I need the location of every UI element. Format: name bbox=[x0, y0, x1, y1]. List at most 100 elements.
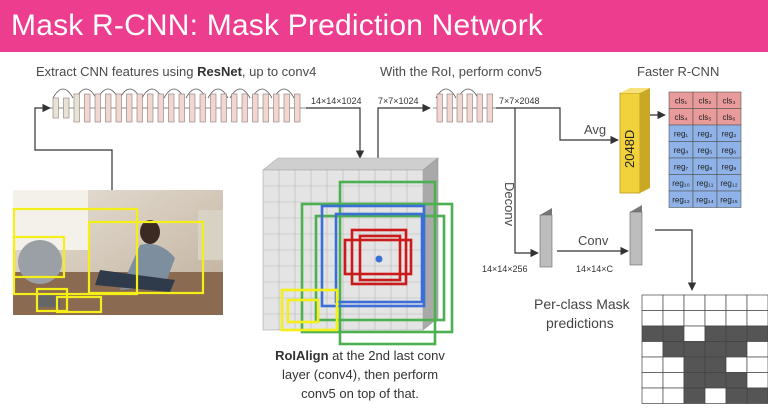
resnet-layer-icon bbox=[220, 93, 227, 123]
mask-cell bbox=[662, 294, 685, 311]
table-cell-label: cls₂ bbox=[699, 97, 712, 106]
avg-label: Avg bbox=[584, 122, 607, 137]
slide-title: Mask R-CNN: Mask Prediction Network bbox=[11, 9, 544, 42]
mask-cell bbox=[641, 387, 664, 404]
table-cell-label: reg₅ bbox=[698, 146, 713, 155]
feature-map-grid bbox=[262, 169, 424, 331]
mask-cell bbox=[725, 387, 748, 404]
mask-cell bbox=[704, 356, 727, 373]
mask-cell bbox=[683, 372, 706, 389]
mask-cell bbox=[641, 341, 664, 358]
mask-cell bbox=[641, 372, 664, 389]
title-bar: Mask R-CNN: Mask Prediction Network bbox=[0, 0, 768, 52]
roialign-caption: RoIAlign at the 2nd last conv layer (con… bbox=[248, 346, 472, 403]
mask-cell bbox=[683, 387, 706, 404]
with-roi-label: With the RoI, perform conv5 bbox=[380, 64, 542, 79]
extract-suffix: , up to conv4 bbox=[241, 64, 317, 79]
resnet-backbone bbox=[45, 88, 306, 123]
conv5-layer-icon bbox=[436, 93, 443, 123]
mask-cell bbox=[683, 341, 706, 358]
conv-label: Conv bbox=[578, 233, 609, 248]
table-cell-label: reg₄ bbox=[674, 146, 689, 155]
arrow-image-to-backbone bbox=[34, 103, 113, 190]
resnet-layer-icon bbox=[210, 93, 217, 123]
dim-deconv: 14×14×256 bbox=[482, 264, 528, 274]
conv5-layer-icon bbox=[466, 93, 473, 123]
mask-cell bbox=[746, 387, 768, 404]
resnet-layer-icon bbox=[73, 93, 80, 123]
per-class-line1: Per-class Mask bbox=[534, 296, 630, 312]
caption-line3: conv5 on top of that. bbox=[301, 386, 419, 401]
mask-cell bbox=[725, 310, 748, 327]
table-cell-label: reg₁₂ bbox=[720, 179, 737, 188]
dim-conv: 14×14×C bbox=[576, 264, 614, 274]
mask-cell bbox=[683, 310, 706, 327]
caption-bold: RoIAlign bbox=[275, 348, 329, 363]
arrow-to-roialign bbox=[306, 107, 365, 159]
resnet-layer-icon bbox=[94, 93, 101, 123]
mask-cell bbox=[641, 310, 664, 327]
table-cell-label: cls₃ bbox=[722, 97, 735, 106]
roi-boxes bbox=[12, 207, 205, 314]
table-cell-label: reg₃ bbox=[722, 130, 737, 139]
mask-cell bbox=[725, 356, 748, 373]
mask-cell bbox=[641, 325, 664, 342]
table-cell-label: reg₇ bbox=[674, 163, 689, 172]
resnet-layer-icon bbox=[294, 93, 301, 123]
mask-cell bbox=[662, 341, 685, 358]
dim-backbone: 14×14×1024 bbox=[311, 96, 362, 106]
mask-cell bbox=[683, 294, 706, 311]
resnet-layer-icon bbox=[262, 93, 269, 123]
conv5-layer-icon bbox=[446, 93, 453, 123]
table-cell-label: reg₁₃ bbox=[672, 196, 690, 205]
mask-cell bbox=[746, 341, 768, 358]
per-class-line2: predictions bbox=[546, 315, 614, 331]
mask-cell bbox=[683, 325, 706, 342]
resnet-layer-icon bbox=[252, 93, 259, 123]
deconv-panel bbox=[539, 208, 553, 268]
mask-grid bbox=[641, 294, 768, 404]
resnet-layer-icon bbox=[168, 93, 175, 123]
feature-map bbox=[262, 157, 454, 346]
table-cell-label: reg₁₀ bbox=[672, 179, 690, 188]
mask-cell bbox=[704, 387, 727, 404]
roi-center-dot-icon bbox=[375, 255, 383, 263]
resnet-layer-icon bbox=[241, 93, 248, 123]
conv5-layer-icon bbox=[456, 93, 463, 123]
table-cell-label: cls₆ bbox=[722, 113, 735, 122]
mask-cell bbox=[746, 294, 768, 311]
mask-cell bbox=[725, 372, 748, 389]
table-cell-label: reg₁ bbox=[674, 130, 689, 139]
resnet-layer-icon bbox=[178, 93, 185, 123]
mask-cell bbox=[683, 356, 706, 373]
resnet-layer-icon bbox=[126, 93, 133, 123]
conv5-layer-icon bbox=[486, 93, 493, 123]
table-cell-label: reg₂ bbox=[698, 130, 713, 139]
resnet-layer-icon bbox=[231, 93, 238, 123]
mask-cell bbox=[704, 294, 727, 311]
arrow-conv5-deconv bbox=[514, 108, 539, 258]
table-cell-label: reg₆ bbox=[722, 146, 737, 155]
resnet-layer-icon bbox=[115, 93, 122, 123]
resnet-layer-icon bbox=[189, 93, 196, 123]
resnet-bold: ResNet bbox=[197, 64, 242, 79]
mask-cell bbox=[641, 294, 664, 311]
resnet-layer-icon bbox=[63, 97, 70, 119]
resnet-layer-icon bbox=[157, 93, 164, 123]
fc-block bbox=[619, 88, 650, 194]
mask-cell bbox=[662, 372, 685, 389]
arrow-conv-to-mask bbox=[655, 229, 697, 291]
table-cell-label: cls₄ bbox=[674, 113, 687, 122]
mask-cell bbox=[704, 372, 727, 389]
mask-cell bbox=[746, 356, 768, 373]
roi-align-boxes bbox=[280, 180, 454, 346]
mask-cell bbox=[641, 356, 664, 373]
mask-cell bbox=[704, 310, 727, 327]
caption-line1-text: at the 2nd last conv bbox=[328, 348, 445, 363]
table-cell-label: reg₉ bbox=[722, 163, 737, 172]
resnet-layer-icon bbox=[52, 97, 59, 119]
dim-roi: 7×7×1024 bbox=[378, 96, 419, 106]
mask-cell bbox=[662, 356, 685, 373]
